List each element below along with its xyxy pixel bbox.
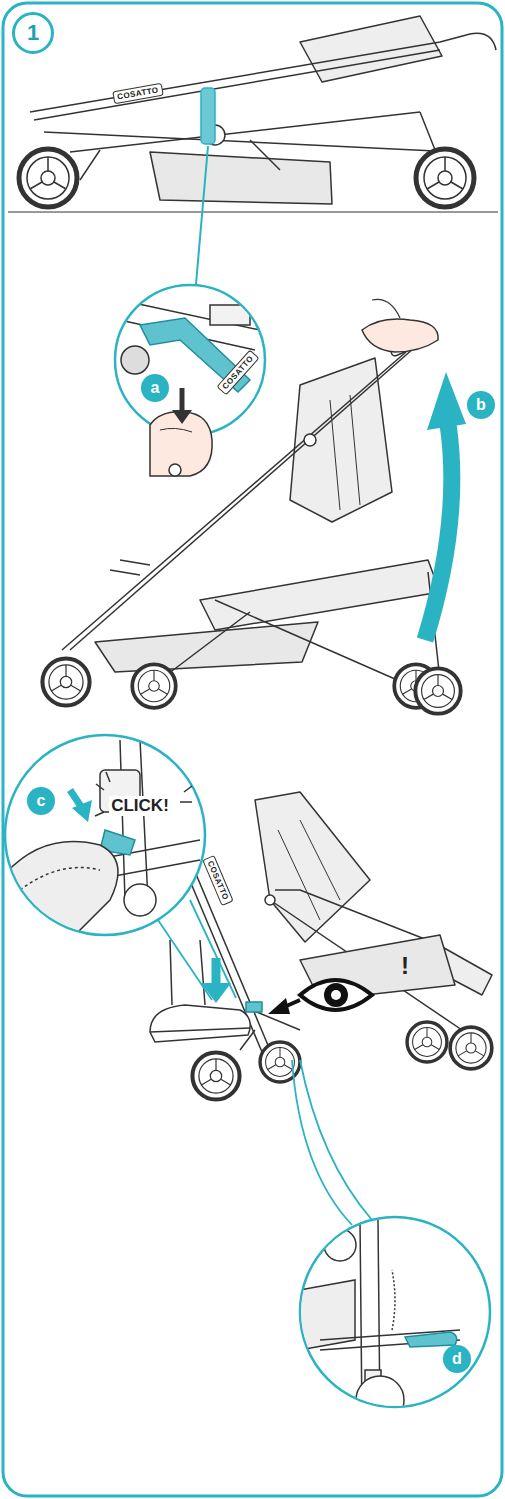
art-circle [356,1376,404,1424]
art-path [95,772,192,816]
callout-letter: c [27,787,55,815]
art-circle [124,884,156,916]
art-circle [121,346,149,374]
art-use [19,149,77,207]
callout-letter-text: d [452,1351,462,1367]
art-circle [115,285,265,435]
art-line [196,146,208,284]
art-polygon [201,983,231,1003]
brand-mark: COSATTO [202,855,233,906]
art-g [8,16,498,212]
art-path [34,50,440,120]
callout-letter: d [443,1345,471,1373]
art-use [415,668,460,713]
art-path [0,842,118,950]
art-circle [300,1217,490,1407]
sound-cue: CLICK! [109,796,171,816]
art-rect [3,3,502,1496]
art-use [42,658,89,705]
art-circle [324,983,348,1007]
callout-letter: a [141,374,169,402]
art-path [405,1332,457,1347]
art-path [150,1005,250,1042]
art-use [132,664,176,708]
art-use [416,149,474,207]
art-path [292,1060,352,1225]
art-path [300,1060,372,1220]
art-path [70,112,420,152]
art-path [30,33,496,112]
art-path [300,980,372,1010]
art-path [180,388,185,412]
art-polygon [200,560,440,630]
art-path [330,395,360,510]
art-path [80,112,445,180]
art-path [278,820,340,920]
art-path [170,940,205,1005]
art-polygon [255,792,370,942]
art-g [95,772,192,816]
art-path [44,132,456,152]
art-polygon [95,622,318,672]
art-polygon [172,410,192,424]
callout-letter-text: c [37,793,46,809]
art-path [392,1270,395,1330]
art-polygon [290,358,392,522]
art-polygon [300,16,442,82]
art-polygon [427,372,466,430]
art-path [362,319,438,352]
art-polygon [150,152,332,204]
callout-letter: b [467,391,495,419]
art-g [0,740,200,950]
art-use [450,1027,492,1069]
art-use [407,1022,447,1062]
attention-mark: ! [401,952,409,980]
art-path [160,428,192,432]
art-path [110,560,150,575]
callout-letter-text: b [476,397,486,413]
brand-mark: COSATTO [112,82,163,103]
art-rect [201,88,215,144]
callout-letter-text: a [151,380,160,396]
art-circle [265,895,275,905]
art-line [8,212,498,213]
art-path [372,299,400,318]
art-path [150,1028,250,1032]
art-circle [169,464,181,476]
art-circle [331,990,341,1000]
art-circle [324,1229,356,1261]
art-circle [304,434,316,446]
art-path [425,424,452,640]
step-number: 1 [12,12,54,54]
art-path [270,890,462,1030]
step-number-text: 1 [27,20,39,46]
art-path [320,1330,460,1350]
art-rect [210,305,250,325]
art-g [62,336,440,690]
art-path [158,900,236,1000]
art-g [300,1220,460,1424]
art-rect [246,1002,262,1012]
art-path [20,868,100,891]
art-polygon [72,800,92,822]
art-path [120,740,148,900]
brand-mark: COSATTO [216,349,259,395]
art-polygon [268,998,290,1014]
art-use [192,1052,239,1099]
